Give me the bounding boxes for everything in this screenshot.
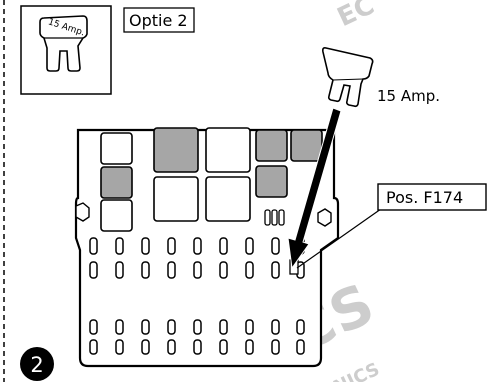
relay-slot-8: [255, 129, 288, 162]
fuse-slot: [219, 237, 228, 255]
fuse-slot: [115, 319, 124, 335]
relay-slot-6: [205, 127, 251, 173]
inserted-fuse-icon: [322, 47, 374, 108]
fuse-slot: [89, 261, 98, 279]
fuse-slot: [271, 339, 280, 355]
position-label: Pos. F174: [386, 188, 463, 207]
fuse-slot: [193, 237, 202, 255]
fuse-slot: [167, 319, 176, 335]
fuse-slot-grid: [89, 237, 305, 355]
relay-slot-1: [100, 132, 133, 165]
relay-slot-2: [100, 166, 133, 199]
fuse-slot: [167, 261, 176, 279]
fuse-slot: [245, 237, 254, 255]
fuse-slot: [141, 237, 150, 255]
position-label-box: [377, 183, 487, 211]
fuse-slot: [89, 319, 98, 335]
relay-slot-5: [153, 176, 199, 222]
fuse-slot: [271, 261, 280, 279]
mini-fuse-3: [278, 209, 285, 226]
fuse-rating-label: 15 Amp.: [377, 87, 440, 105]
mini-fuse-1: [264, 209, 271, 226]
fuse-slot: [245, 261, 254, 279]
insertion-arrow: [287, 107, 342, 270]
relay-slot-10: [255, 165, 288, 198]
fuse-slot: [115, 339, 124, 355]
fuse-slot: [296, 339, 305, 355]
relay-slot-4: [153, 127, 199, 173]
option-label: Optie 2: [129, 11, 188, 30]
step-number: 2: [30, 353, 43, 377]
left-mount-nut: [75, 202, 90, 222]
fuse-slot: [141, 339, 150, 355]
fuse-slot: [219, 319, 228, 335]
watermark-text-a: EC: [333, 0, 379, 33]
fuse-slot: [115, 237, 124, 255]
fuse-slot: [167, 237, 176, 255]
fuse-slot: [193, 319, 202, 335]
fuse-slot: [167, 339, 176, 355]
step-number-badge: [20, 347, 54, 381]
fuse-icon: 15 Amp.: [39, 15, 88, 72]
fuse-slot: [271, 319, 280, 335]
watermark-text-c: NICS: [330, 359, 383, 382]
fuse-slot: [219, 261, 228, 279]
fuse-slot: [193, 339, 202, 355]
relay-slot-9: [290, 129, 323, 162]
fuse-slot: [141, 319, 150, 335]
fuse-slot: [115, 261, 124, 279]
fuse-slot: [193, 261, 202, 279]
right-mount-nut: [317, 208, 332, 227]
fuse-slot: [141, 261, 150, 279]
mini-fuse-2: [271, 209, 278, 226]
relay-slot-7: [205, 176, 251, 222]
fuse-slot: [245, 339, 254, 355]
fuse-slot: [219, 339, 228, 355]
relay-slot-3: [100, 199, 133, 232]
option-label-box: [123, 7, 195, 33]
position-callout-line: [296, 203, 389, 269]
fuse-slot: [271, 237, 280, 255]
fuse-slot: [296, 319, 305, 335]
fuse-slot: [89, 339, 98, 355]
fuse-slot: [245, 319, 254, 335]
fuse-slot: [89, 237, 98, 255]
